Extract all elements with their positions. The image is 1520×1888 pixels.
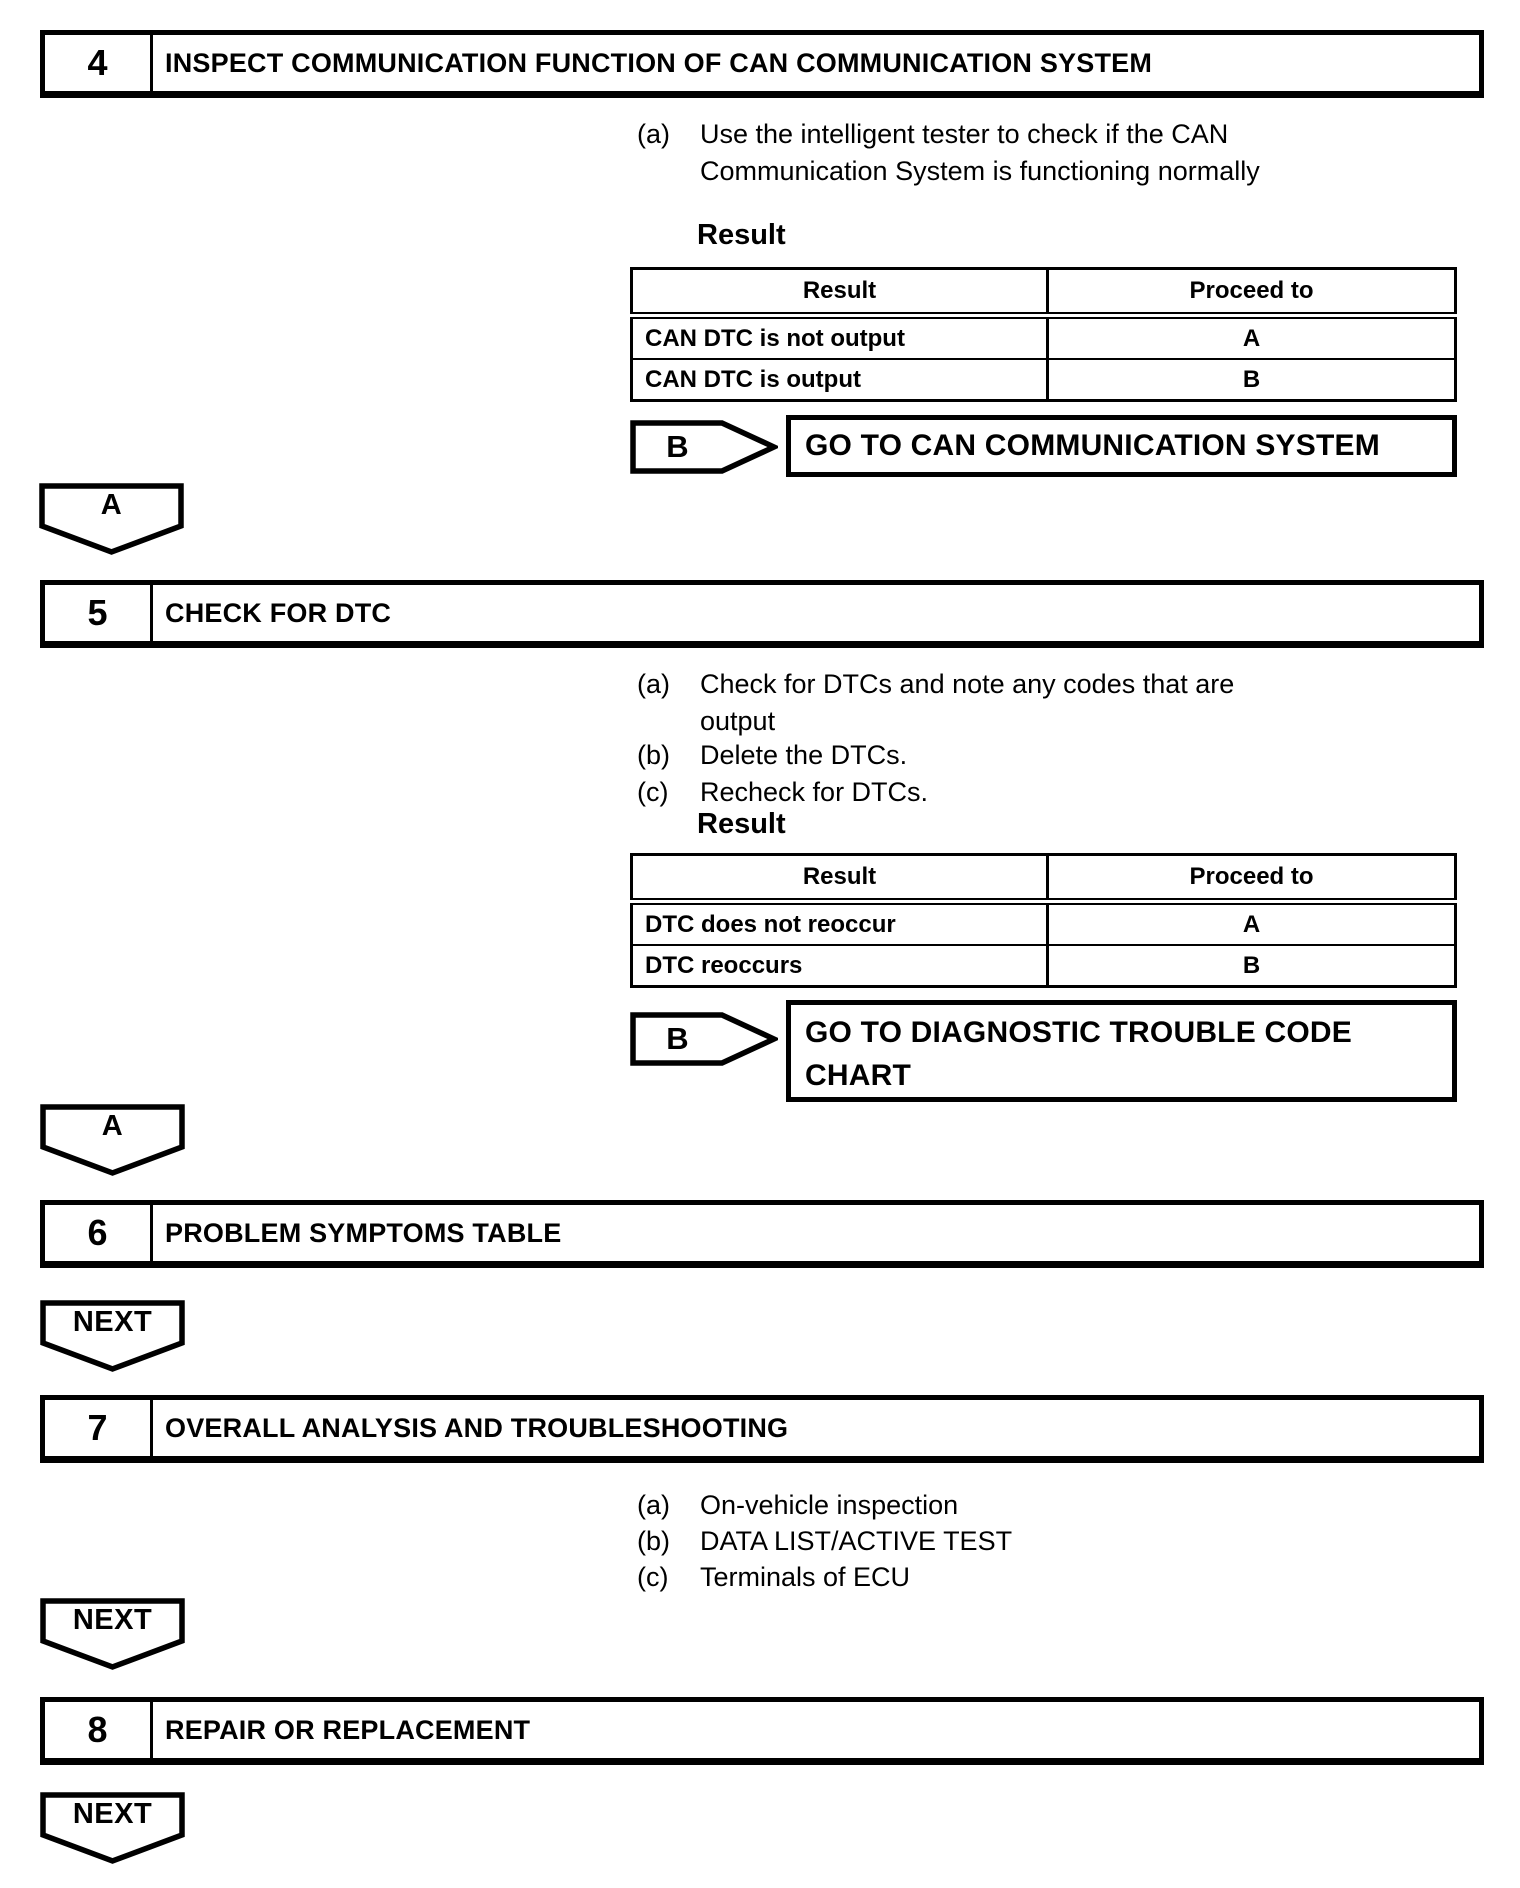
item-text: Delete the DTCs. [700,740,908,770]
table-cell-proceed: B [1046,358,1456,401]
item-text: On-vehicle inspection [700,1490,959,1520]
connector-next-3: NEXT [40,1792,185,1869]
table-cell-proceed: B [1046,944,1456,987]
table-cell-result: DTC reoccurs [631,944,1048,987]
down-arrow-icon [40,1104,185,1176]
table-row: CAN DTC is output B [631,358,1456,401]
step-7-header: 7 OVERALL ANALYSIS AND TROUBLESHOOTING [40,1395,1484,1463]
step-4-result-table: Result Proceed to CAN DTC is not output … [630,267,1457,402]
table-header-proceed-to: Proceed to [1046,268,1456,319]
item-text: Recheck for DTCs. [700,777,929,807]
step-8-title: REPAIR OR REPLACEMENT [165,1714,531,1745]
table-header-row: Result Proceed to [631,268,1456,319]
connector-next-2: NEXT [40,1598,185,1675]
table-header-result: Result [631,268,1048,319]
step-4-branch-arrow: B [630,420,781,479]
connector-next-1: NEXT [40,1300,185,1377]
connector-label: A [101,1109,124,1142]
step-4-item-a: (a) Use the intelligent tester to check … [637,116,1300,190]
connector-label: NEXT [72,1603,153,1636]
item-marker: (a) [637,669,670,699]
step-7-number: 7 [45,1400,153,1456]
connector-a-2: A [40,1104,185,1181]
step-5-item-b: (b) Delete the DTCs. [637,737,1300,774]
step-8-number: 8 [45,1702,153,1758]
table-cell-proceed: A [1046,315,1456,359]
item-marker: (b) [637,740,670,770]
step-5-result-table: Result Proceed to DTC does not reoccur A… [630,853,1457,988]
step-4-number: 4 [45,35,153,91]
down-arrow-icon [40,1792,185,1864]
step-5-header: 5 CHECK FOR DTC [40,580,1484,648]
table-cell-result: DTC does not reoccur [645,910,896,938]
right-arrow-icon [630,1012,781,1066]
step-6-title: PROBLEM SYMPTOMS TABLE [165,1217,562,1248]
branch-action-text: GO TO CAN COMMUNICATION SYSTEM [805,429,1380,462]
step-5-title: CHECK FOR DTC [165,597,392,628]
table-row: CAN DTC is not output A [632,315,1456,359]
step-7-item-c: (c) Terminals of ECU [637,1559,1300,1596]
table-row: DTC does not reoccur A [632,901,1456,945]
table-header-proceed-to: Proceed to [1046,854,1456,905]
down-arrow-icon [39,483,184,555]
connector-label: A [100,488,123,521]
table-header-result: Result [631,854,1048,905]
step-5-item-a: (a) Check for DTCs and note any codes th… [637,666,1300,740]
item-text: Check for DTCs and note any codes that a… [700,669,1235,736]
step-5-result-label: Result [697,808,786,840]
step-5-item-c: (c) Recheck for DTCs. [637,774,1300,811]
item-text: Terminals of ECU [700,1562,911,1592]
step-6-header: 6 PROBLEM SYMPTOMS TABLE [40,1200,1484,1268]
item-text: DATA LIST/ACTIVE TEST [700,1526,1013,1556]
step-8-header: 8 REPAIR OR REPLACEMENT [40,1697,1484,1765]
step-5-number: 5 [45,585,153,641]
right-arrow-icon [630,420,781,474]
table-cell-proceed: A [1046,901,1456,945]
step-7-title: OVERALL ANALYSIS AND TROUBLESHOOTING [165,1412,789,1443]
step-4-branch-action-box: GO TO CAN COMMUNICATION SYSTEM [786,415,1457,477]
table-row: DTC reoccurs B [631,944,1456,987]
branch-action-text: GO TO DIAGNOSTIC TROUBLE CODE CHART [805,1016,1352,1092]
step-4-title: INSPECT COMMUNICATION FUNCTION OF CAN CO… [165,47,1153,78]
item-text: Use the intelligent tester to check if t… [700,119,1260,186]
table-header-row: Result Proceed to [631,854,1456,905]
step-7-item-a: (a) On-vehicle inspection [637,1487,1300,1524]
step-4-result-label: Result [697,219,786,251]
table-cell-result: CAN DTC is output [631,358,1048,401]
down-arrow-icon [40,1300,185,1372]
connector-a-1: A [39,483,184,560]
item-marker: (c) [637,1562,669,1592]
item-marker: (a) [637,1490,670,1520]
step-4-header: 4 INSPECT COMMUNICATION FUNCTION OF CAN … [40,30,1484,98]
connector-label: NEXT [72,1797,153,1830]
step-6-number: 6 [45,1205,153,1261]
step-5-branch-arrow: B [630,1012,781,1071]
table-cell-result: CAN DTC is not output [645,324,905,352]
down-arrow-icon [40,1598,185,1670]
item-marker: (c) [637,777,669,807]
branch-label-b: B [666,429,689,464]
step-7-item-b: (b) DATA LIST/ACTIVE TEST [637,1523,1300,1560]
connector-label: NEXT [72,1305,153,1338]
item-marker: (a) [637,119,670,149]
branch-label-b: B [666,1021,689,1056]
item-marker: (b) [637,1526,670,1556]
step-5-branch-action-box: GO TO DIAGNOSTIC TROUBLE CODE CHART [786,1000,1457,1102]
